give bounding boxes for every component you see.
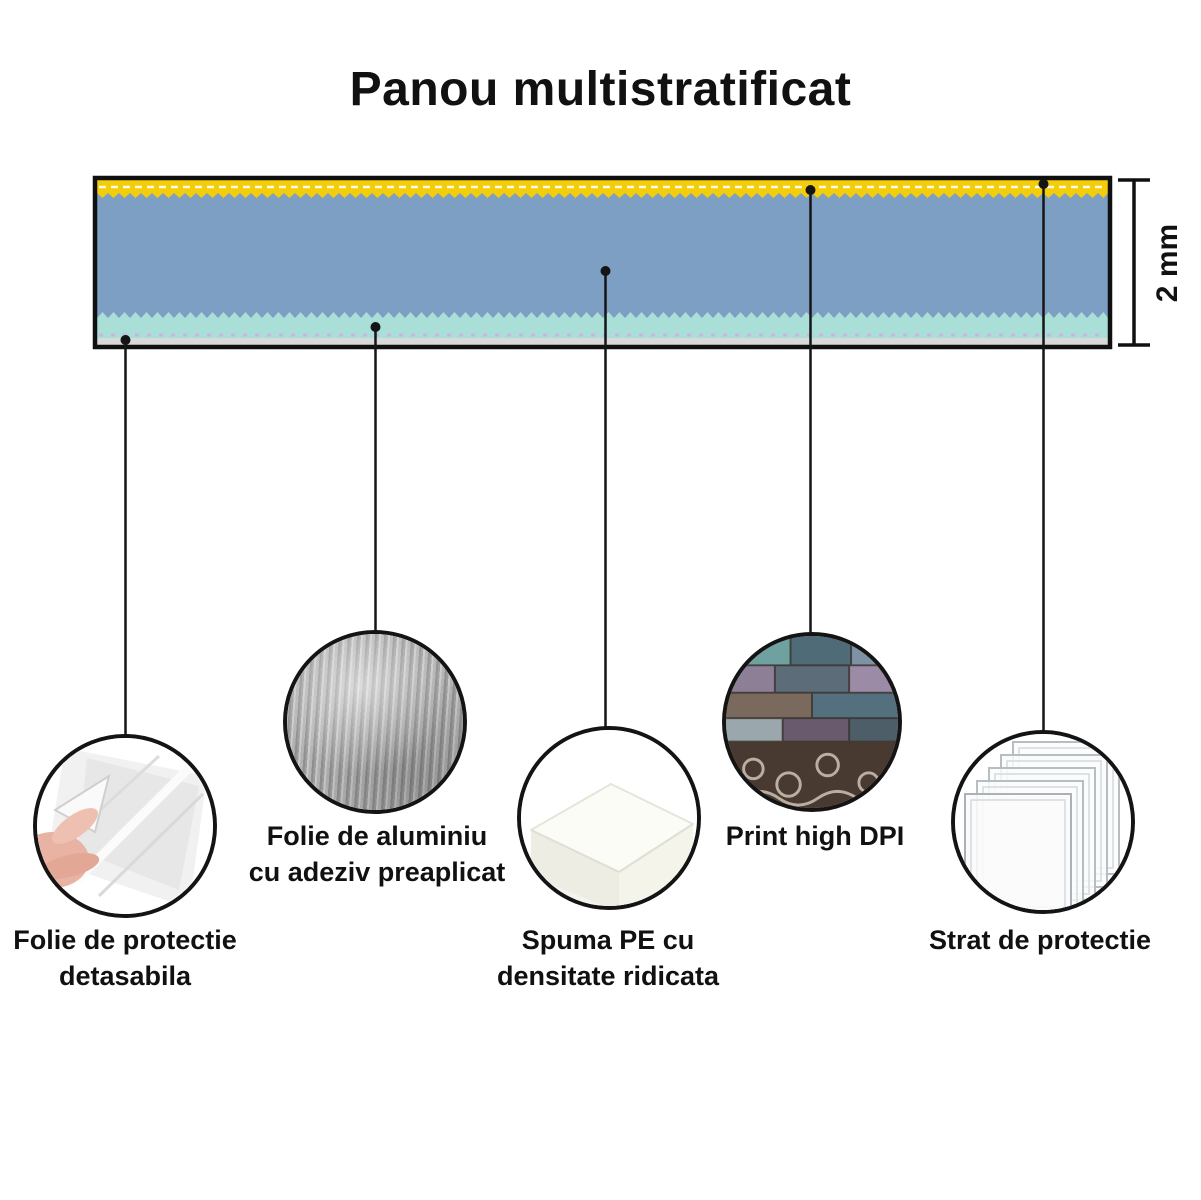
label-line: Print high DPI [725,821,905,851]
callout-label-strat-protectie: Strat de protectie [870,922,1201,958]
callout-image-folie-aluminiu [283,630,467,814]
dimension-bracket [1118,178,1150,347]
callout-image-strat-protectie [951,730,1135,914]
leader-dot-4 [805,185,816,195]
layer-top-yellow [97,180,1108,193]
aluminium-foil-image [287,634,463,810]
page-title: Panou multistratificat [349,63,852,116]
callout-label-folie-protectie: Folie de protectie detasabila [0,922,295,994]
dimension-label: 2 mm [1151,223,1184,302]
leader-dot-2 [370,322,381,332]
callout-image-folie-protectie [33,734,217,918]
label-line: Folie de protectie [13,925,237,955]
yellow-zigzag-edge [97,193,1108,198]
callout-label-spuma-pe: Spuma PE cu densitate ridicata [438,922,778,994]
callout-label-folie-aluminiu: Folie de aluminiu cu adeziv preaplicat [207,818,547,890]
callout-lines [124,184,1045,745]
callout-label-print-high-dpi: Print high DPI [645,818,985,854]
wood-print-sample-image [726,636,898,808]
label-line: densitate ridicata [496,961,720,991]
stacked-clear-sheets-image [955,734,1131,910]
layer-foam-teal [97,318,1108,338]
label-line: detasabila [58,961,192,991]
layer-bottom-gray [97,338,1108,345]
hand-peeling-film-image [37,738,213,914]
leader-dot-3 [600,266,611,276]
label-line: Strat de protectie [928,925,1152,955]
white-foam-corner-image [521,730,697,906]
callout-image-spuma-pe [517,726,701,910]
label-line: Folie de aluminiu [266,821,488,851]
teal-zigzag-edge [97,312,1108,318]
label-line: Spuma PE cu [521,925,695,955]
label-line: cu adeziv preaplicat [248,857,506,887]
leader-dot-5 [1038,179,1049,189]
callout-dots [120,179,1049,345]
panel-border [92,175,1113,350]
leader-dot-1 [120,335,131,345]
callout-image-print-high-dpi [722,632,902,812]
